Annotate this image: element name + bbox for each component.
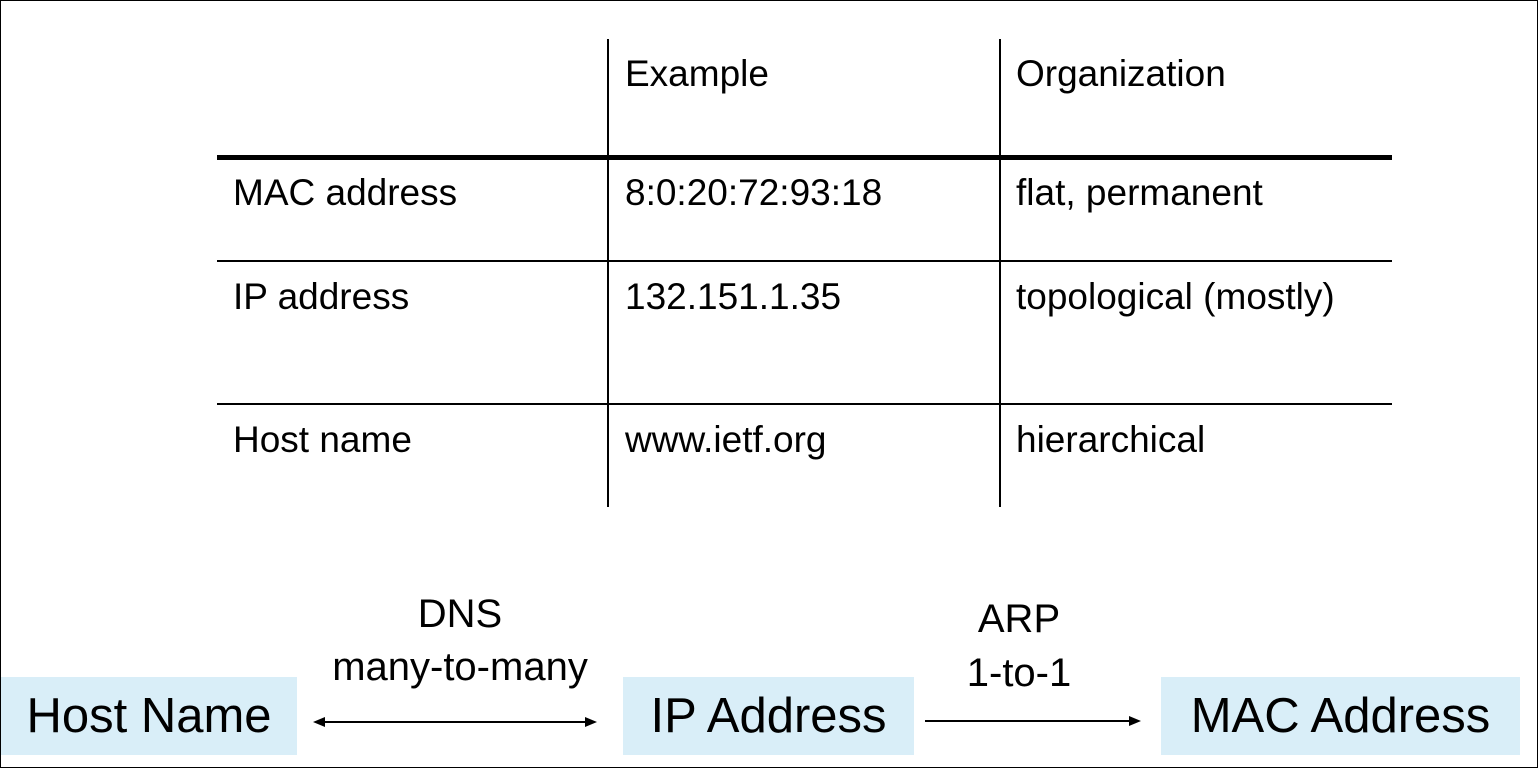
mac-address-label: MAC Address: [1190, 688, 1491, 743]
dns-double-arrow: [313, 717, 597, 727]
column-divider: [607, 39, 609, 507]
host-name-label: Host Name: [26, 688, 272, 743]
row-divider: [217, 403, 1392, 405]
header-organization: Organization: [1016, 53, 1226, 94]
dns-label: DNS: [417, 592, 503, 636]
ip-address-box: IP Address: [623, 677, 914, 755]
row-mac-example: 8:0:20:72:93:18: [625, 172, 883, 213]
row-host-organization: hierarchical: [1016, 419, 1206, 460]
header-example: Example: [625, 53, 769, 94]
row-divider: [217, 260, 1392, 262]
arp-label: ARP: [977, 597, 1061, 641]
row-host-example: www.ietf.org: [625, 419, 827, 460]
ip-address-label: IP Address: [650, 688, 887, 743]
header-rule: [217, 155, 1392, 160]
row-ip-example: 132.151.1.35: [625, 276, 842, 317]
column-divider: [999, 39, 1001, 507]
mac-address-box: MAC Address: [1161, 677, 1520, 755]
row-ip-organization: topological (mostly): [1016, 276, 1335, 317]
row-mac-label: MAC address: [233, 172, 458, 213]
host-name-box: Host Name: [1, 677, 297, 755]
row-host-label: Host name: [233, 419, 412, 460]
row-ip-label: IP address: [233, 276, 410, 317]
arp-arrow: [925, 716, 1141, 726]
arp-cardinality: 1-to-1: [966, 651, 1072, 695]
dns-cardinality: many-to-many: [332, 645, 588, 689]
row-mac-organization: flat, permanent: [1016, 172, 1263, 213]
